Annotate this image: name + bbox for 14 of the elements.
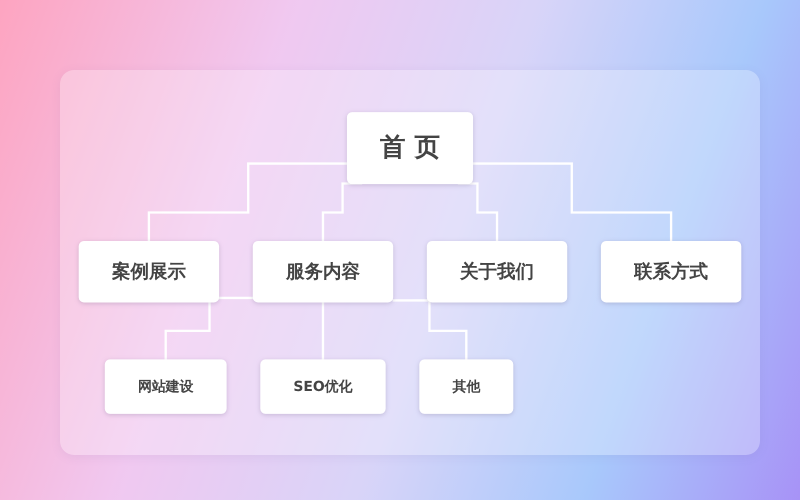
connector [392,298,468,361]
node-box: 其他 [419,358,514,414]
node-box: 网站建设 [104,358,227,414]
connector [322,182,362,242]
node-box: 首 页 [346,112,474,184]
connector [164,296,254,361]
connector [472,162,672,242]
node-box: 服务内容 [252,240,394,302]
connector [322,300,324,361]
node-box: SEO优化 [260,358,386,414]
node-box: 关于我们 [426,240,568,302]
connector [148,162,348,242]
node-box: 案例展示 [78,240,220,302]
connector [458,182,498,242]
